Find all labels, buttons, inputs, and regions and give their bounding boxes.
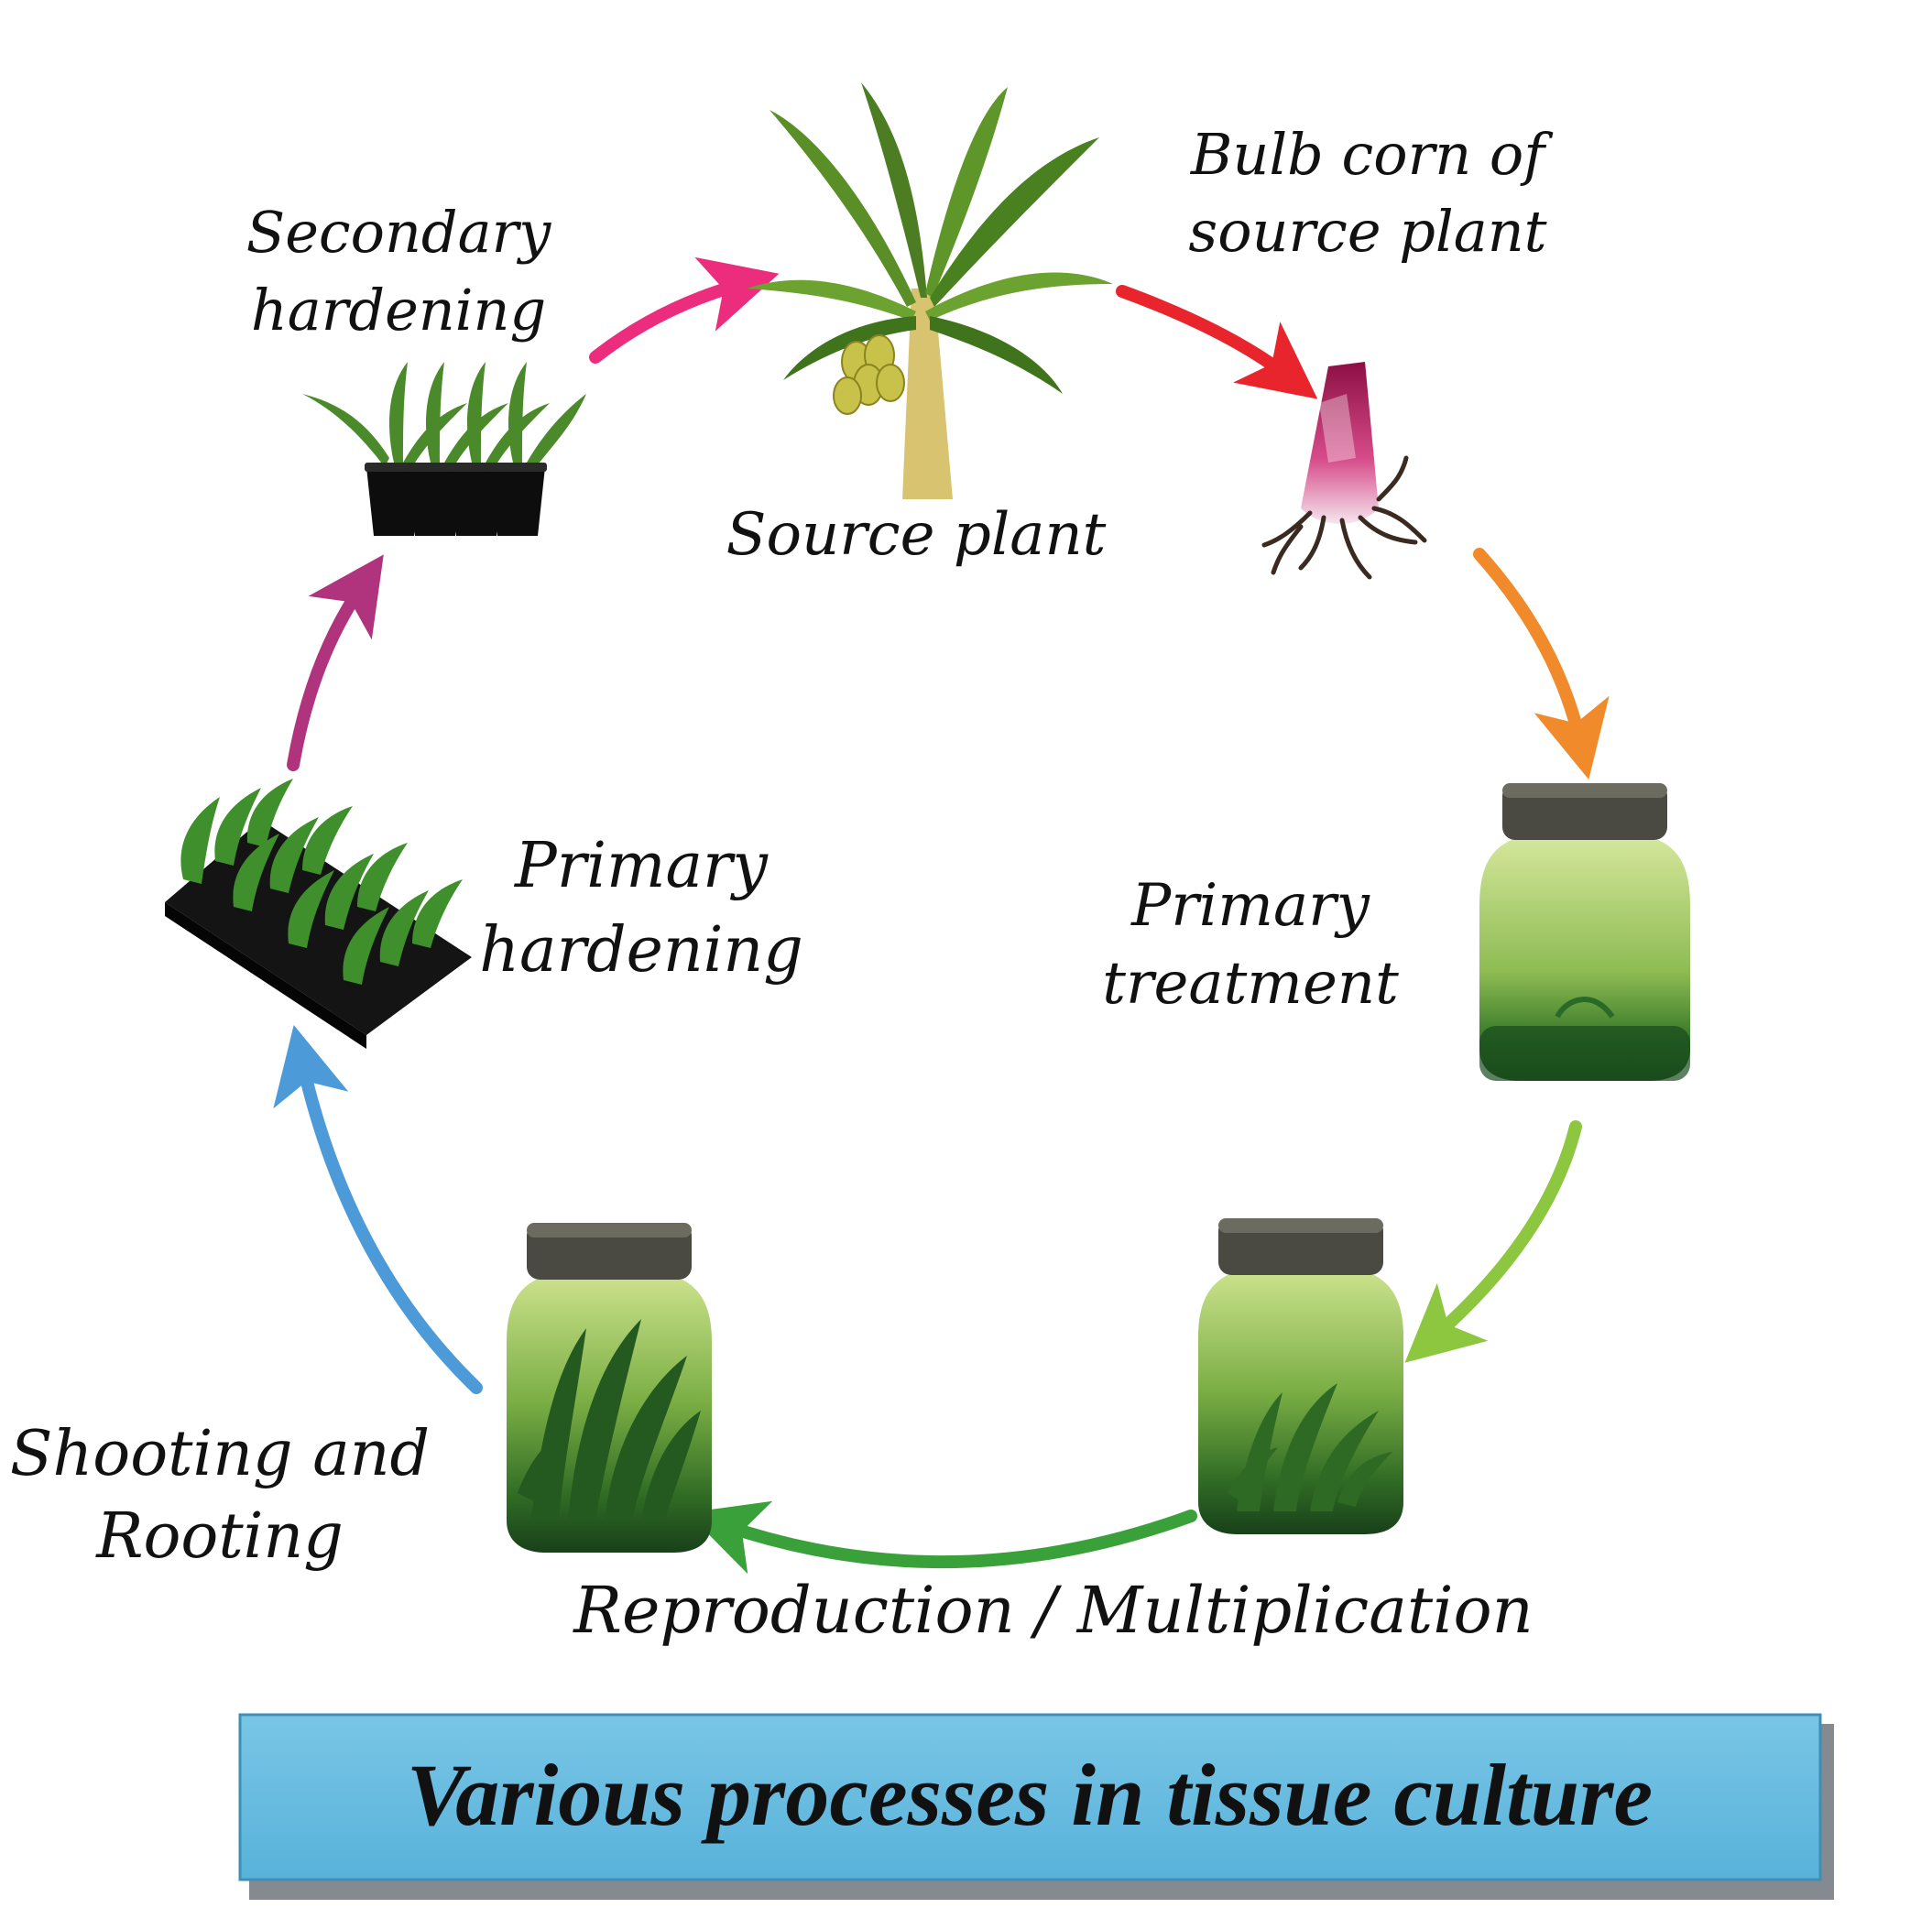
arrow-primary-to-secondary-hardening xyxy=(287,554,384,771)
primary-treatment-jar-icon xyxy=(1479,783,1690,1081)
shooting-rooting-shoots xyxy=(518,1319,701,1521)
multiplication-shoots xyxy=(1228,1383,1392,1511)
banana-bunch xyxy=(833,334,905,415)
title-banner: Various processes in tissue culture xyxy=(238,1713,1834,1900)
arrow-multiplication-to-shooting xyxy=(687,1500,1197,1575)
arrow-source-to-bulb xyxy=(1116,285,1318,399)
bulb-corn-label-line2: source plant xyxy=(1188,198,1546,265)
source-plant-label: Source plant xyxy=(726,501,1107,569)
cycle-arrows xyxy=(273,256,1610,1575)
banana-tree-icon xyxy=(747,82,1113,499)
diagram-title: Various processes in tissue culture xyxy=(407,1746,1653,1844)
shooting-rooting-label-line2: Rooting xyxy=(94,1500,343,1573)
reproduction-multiplication-label: Reproduction / Multiplication xyxy=(572,1573,1533,1648)
multiplication-jar-icon xyxy=(1198,1218,1403,1534)
seedlings xyxy=(180,779,463,985)
shooting-rooting-jar-icon xyxy=(507,1223,712,1553)
arrow-bulb-to-treatment xyxy=(1473,548,1610,780)
primary-treatment-label-line2: treatment xyxy=(1102,950,1399,1018)
secondary-hardening-label-line2: hardening xyxy=(251,277,546,343)
arrow-shooting-to-primary-hardening xyxy=(273,1025,483,1394)
bulb-corn-label-line1: Bulb corn of xyxy=(1190,121,1554,188)
bulb-corn-icon xyxy=(1261,362,1427,580)
primary-treatment-label-line1: Primary xyxy=(1130,872,1370,940)
arrow-secondary-to-source xyxy=(589,256,780,364)
primary-hardening-tray-icon xyxy=(165,779,472,1049)
potted-plants-icon xyxy=(302,362,586,536)
primary-hardening-label-line2: hardening xyxy=(479,914,802,987)
primary-hardening-label-line1: Primary xyxy=(513,830,770,902)
secondary-hardening-label-line1: Secondary xyxy=(246,199,551,266)
shooting-rooting-label-line1: Shooting and xyxy=(10,1418,430,1490)
arrow-treatment-to-multiplication xyxy=(1404,1120,1582,1363)
